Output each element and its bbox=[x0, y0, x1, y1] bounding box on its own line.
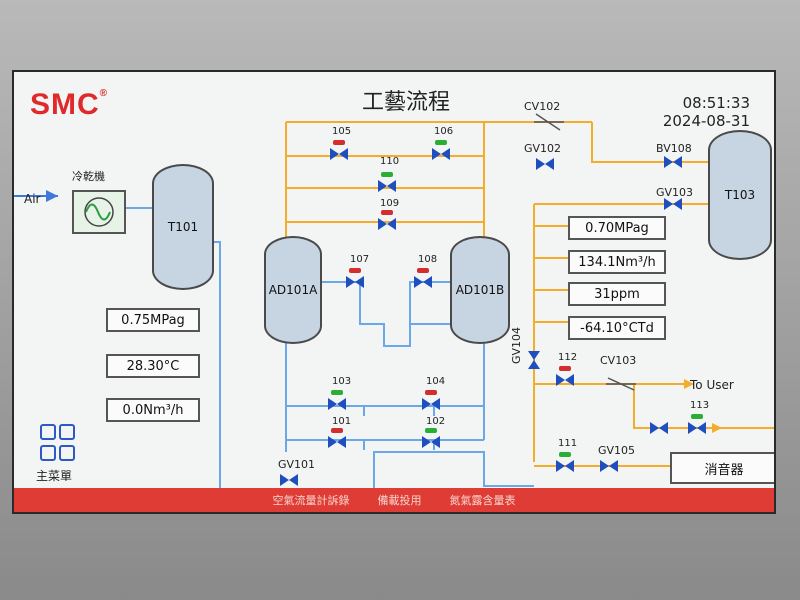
valve-108[interactable] bbox=[414, 268, 432, 288]
valve-110[interactable] bbox=[378, 172, 396, 192]
air-label: Air bbox=[24, 192, 41, 206]
tank-ad101b[interactable]: AD101B bbox=[450, 236, 510, 344]
gv105-label: GV105 bbox=[598, 444, 636, 457]
bv108-valve[interactable] bbox=[664, 156, 682, 168]
valve-113-label: 113 bbox=[690, 400, 710, 411]
muffler-box[interactable]: 消音器 bbox=[670, 452, 774, 484]
gv101-label: GV101 bbox=[278, 458, 316, 471]
brand-text: SMC bbox=[30, 88, 100, 121]
tank-t101[interactable]: T101 bbox=[152, 164, 214, 290]
valve-102[interactable] bbox=[422, 428, 440, 448]
valve-104[interactable] bbox=[422, 390, 440, 410]
dryer-unit[interactable] bbox=[72, 190, 126, 234]
footer-item-2[interactable]: 備載投用 bbox=[377, 494, 422, 507]
footer-bar: 空氣流量計訴錄 備載投用 氮氣露含量表 bbox=[14, 488, 774, 512]
valve-105-label: 105 bbox=[332, 126, 352, 137]
gv104-label: GV104 bbox=[510, 326, 523, 364]
valve-103-label: 103 bbox=[332, 376, 352, 387]
valve-106[interactable] bbox=[432, 140, 450, 160]
main-menu-label: 主菜單 bbox=[36, 469, 73, 483]
clock: 08:51:33 2024-08-31 bbox=[663, 94, 750, 130]
bv108-label: BV108 bbox=[656, 142, 692, 155]
valve-106-label: 106 bbox=[434, 126, 454, 137]
to-user-label: To User bbox=[690, 378, 734, 392]
gv103-label: GV103 bbox=[656, 186, 694, 199]
gv102-label: GV102 bbox=[524, 142, 562, 155]
valve-108-label: 108 bbox=[418, 254, 438, 265]
outlet-valve-left[interactable] bbox=[650, 422, 668, 434]
clock-date: 2024-08-31 bbox=[662, 112, 750, 130]
left-temperature-display: 28.30°C bbox=[106, 354, 200, 378]
valve-109[interactable] bbox=[378, 210, 396, 230]
gv102-valve[interactable] bbox=[536, 158, 554, 170]
valve-105[interactable] bbox=[330, 140, 348, 160]
right-pressure-display: 0.70MPag bbox=[568, 216, 666, 240]
tank-ad101a[interactable]: AD101A bbox=[264, 236, 322, 344]
valve-113[interactable] bbox=[688, 414, 706, 434]
main-menu[interactable]: 主菜單 bbox=[36, 424, 76, 484]
dryer-label: 冷乾機 bbox=[72, 170, 105, 183]
valve-107-label: 107 bbox=[350, 254, 370, 265]
right-ppm-display: 31ppm bbox=[568, 282, 666, 306]
valve-112[interactable] bbox=[556, 366, 574, 386]
left-pressure-display: 0.75MPag bbox=[106, 308, 200, 332]
cv103-label: CV103 bbox=[600, 354, 637, 367]
valve-111-label: 111 bbox=[558, 438, 578, 449]
valve-104-label: 104 bbox=[426, 376, 446, 387]
gv101-valve[interactable] bbox=[280, 474, 298, 486]
valve-103[interactable] bbox=[328, 390, 346, 410]
brand-logo: SMC® bbox=[30, 88, 109, 121]
gv105-valve[interactable] bbox=[600, 460, 618, 472]
cv102-label: CV102 bbox=[524, 100, 561, 113]
footer-item-3[interactable]: 氮氣露含量表 bbox=[449, 494, 516, 507]
footer-item-1[interactable]: 空氣流量計訴錄 bbox=[272, 494, 350, 507]
valve-102-label: 102 bbox=[426, 416, 446, 427]
valve-107[interactable] bbox=[346, 268, 364, 288]
valve-101[interactable] bbox=[328, 428, 346, 448]
valve-109-label: 109 bbox=[380, 198, 400, 209]
right-dewpoint-display: -64.10°CTd bbox=[568, 316, 666, 340]
tank-ad101b-label: AD101B bbox=[455, 283, 505, 297]
tank-t103[interactable]: T103 bbox=[708, 130, 772, 260]
menu-grid-icon bbox=[40, 424, 76, 461]
valve-101-label: 101 bbox=[332, 416, 352, 427]
left-flow-display: 0.0Nm³/h bbox=[106, 398, 200, 422]
tank-t103-label: T103 bbox=[724, 188, 756, 202]
tank-ad101a-label: AD101A bbox=[268, 283, 318, 297]
right-flow-display: 134.1Nm³/h bbox=[568, 250, 666, 274]
dryer-wave-icon bbox=[84, 197, 114, 227]
valve-111[interactable] bbox=[556, 452, 574, 472]
page-title: 工藝流程 bbox=[362, 90, 451, 115]
valve-112-label: 112 bbox=[558, 352, 578, 363]
hmi-screen: SMC® 工藝流程 08:51:33 2024-08-31 bbox=[12, 70, 776, 514]
gv104-valve[interactable] bbox=[528, 351, 540, 369]
clock-time: 08:51:33 bbox=[682, 94, 750, 112]
gv103-valve[interactable] bbox=[664, 198, 682, 210]
tank-t101-label: T101 bbox=[167, 220, 199, 234]
valve-110-label: 110 bbox=[380, 156, 400, 167]
